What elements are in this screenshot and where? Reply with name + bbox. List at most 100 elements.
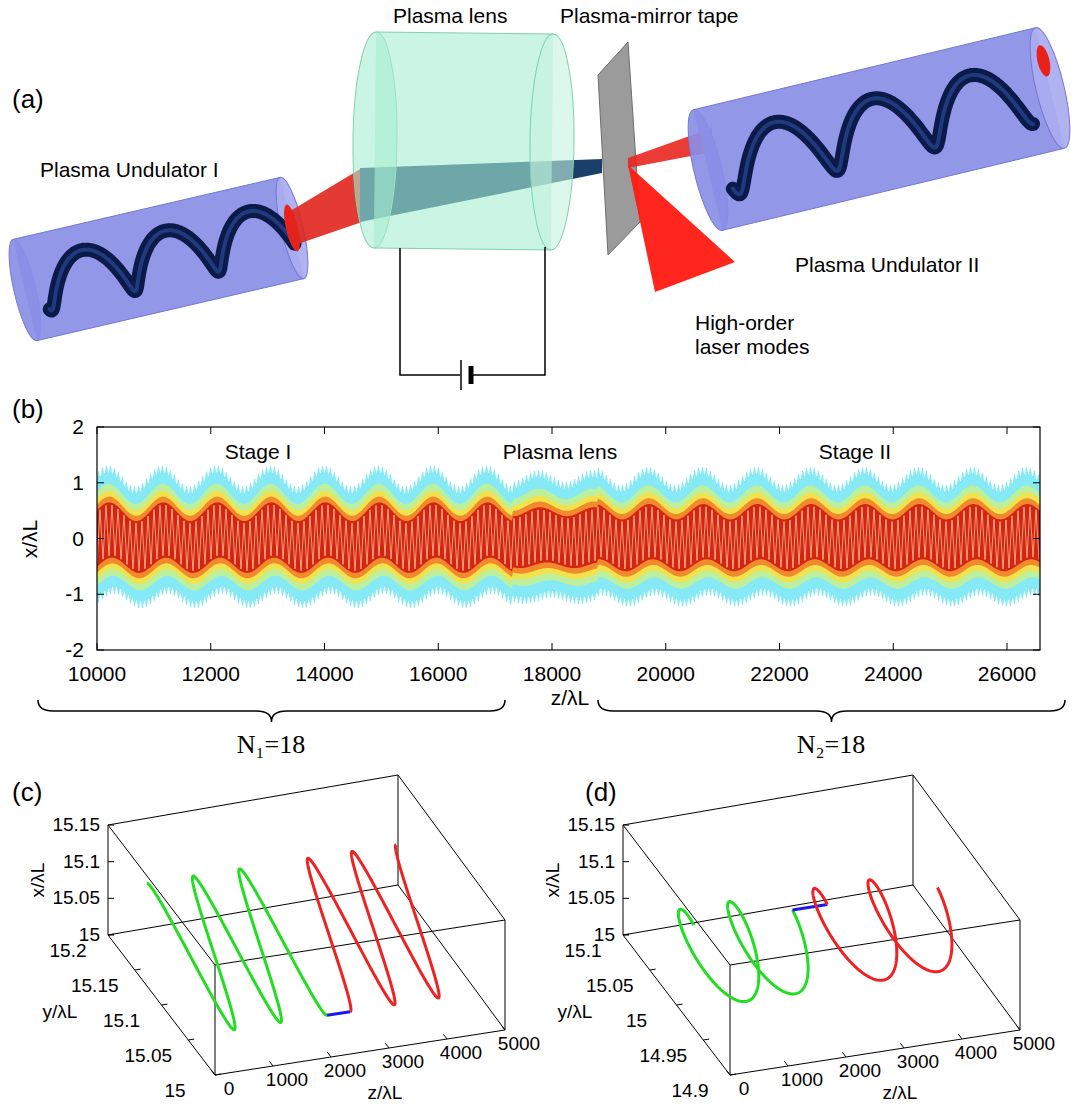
tick-label: 2000 bbox=[839, 1060, 881, 1082]
region-label: Plasma lens bbox=[503, 440, 617, 464]
tick-label: 5000 bbox=[498, 1033, 540, 1055]
plasma-lens-end bbox=[529, 34, 575, 250]
trajectory-stage-one bbox=[147, 869, 327, 1030]
battery-symbol bbox=[460, 360, 462, 390]
tick-label: 5000 bbox=[1013, 1033, 1055, 1055]
tick-label: 3000 bbox=[382, 1051, 424, 1073]
axis-label: y/λL bbox=[43, 1001, 78, 1023]
axis-label: z/λL bbox=[368, 1082, 403, 1104]
tick-label: 18000 bbox=[523, 662, 581, 686]
tick-label: 3000 bbox=[897, 1051, 939, 1073]
region-label: Stage II bbox=[819, 440, 891, 464]
tick-label: 1 bbox=[72, 471, 84, 495]
beam-plot bbox=[38, 427, 1065, 722]
tick-label: 15.15 bbox=[71, 975, 119, 997]
trajectory-lens bbox=[793, 905, 828, 910]
tick-label: 14.95 bbox=[639, 1045, 687, 1067]
axis-label: x/λL bbox=[18, 519, 42, 558]
beam-density bbox=[97, 466, 1040, 609]
tick-label: 14.9 bbox=[672, 1080, 709, 1102]
period-count: N₂=18 bbox=[797, 730, 866, 760]
tick-label: 0 bbox=[72, 526, 84, 550]
plasma-undulator-edge bbox=[13, 177, 304, 340]
tick-label: 14000 bbox=[295, 662, 353, 686]
electron-trajectory-tube bbox=[50, 211, 295, 311]
trajectory-plot bbox=[623, 775, 1020, 1075]
trajectory-stage-two bbox=[813, 880, 952, 981]
component-label: Plasma Undulator I bbox=[40, 158, 219, 182]
tick-label: 15.15 bbox=[52, 814, 100, 836]
tick-label: 16000 bbox=[409, 662, 467, 686]
tick-label: 2000 bbox=[324, 1060, 366, 1082]
component-label: Plasma-mirror tape bbox=[560, 4, 739, 28]
electron-trajectory-highlight bbox=[733, 75, 1033, 194]
plasma-mirror-tape bbox=[598, 42, 640, 255]
tick-label: 0 bbox=[224, 1078, 235, 1100]
plasma-lens-body bbox=[374, 32, 553, 250]
wire bbox=[400, 247, 545, 375]
trajectory-plot bbox=[108, 775, 505, 1075]
tick-label: 1000 bbox=[266, 1069, 308, 1091]
panel-letter: (b) bbox=[12, 395, 44, 425]
plasma-undulator-body bbox=[13, 177, 304, 340]
tick-label: 24000 bbox=[864, 662, 922, 686]
tick-label: 20000 bbox=[637, 662, 695, 686]
beam-layer bbox=[97, 466, 1040, 609]
tick-label: 15.05 bbox=[567, 887, 615, 909]
tick-label: 15.05 bbox=[586, 975, 634, 997]
axes-box bbox=[623, 775, 1020, 1075]
plasma-undulator-edge bbox=[694, 28, 1065, 231]
beam-layer bbox=[97, 491, 1040, 584]
tick-marks bbox=[97, 427, 1040, 650]
tick-marks bbox=[623, 825, 1020, 1075]
trajectory-lens bbox=[327, 1012, 350, 1016]
tick-label: -1 bbox=[65, 582, 84, 606]
tick-label: 0 bbox=[739, 1078, 750, 1100]
component-label: Plasma Undulator II bbox=[795, 253, 979, 277]
component-label: High-order laser modes bbox=[695, 311, 820, 359]
tick-label: 22000 bbox=[750, 662, 808, 686]
tick-label: 10000 bbox=[68, 662, 126, 686]
period-count: N₁=18 bbox=[237, 730, 306, 760]
panel-letter: (a) bbox=[12, 85, 44, 115]
panel-letter: (c) bbox=[12, 778, 42, 808]
tick-label: 15.1 bbox=[578, 851, 615, 873]
tick-label: 2 bbox=[72, 415, 84, 439]
electron-trajectory-tube bbox=[733, 75, 1033, 194]
tick-label: 4000 bbox=[955, 1042, 997, 1064]
laser-spot bbox=[1034, 44, 1053, 78]
tick-label: 15.2 bbox=[50, 940, 87, 962]
beam-layer bbox=[97, 484, 1040, 591]
trajectory-stage-one bbox=[678, 902, 808, 1002]
stage-brace bbox=[38, 700, 505, 722]
beam-layer bbox=[97, 502, 1040, 572]
battery-symbol bbox=[469, 366, 474, 384]
setup-illustration bbox=[3, 24, 1077, 390]
electron-trajectory-highlight bbox=[50, 211, 295, 311]
tick-label: 15.1 bbox=[103, 1010, 140, 1032]
axes-box bbox=[108, 775, 505, 1075]
tick-label: 26000 bbox=[978, 662, 1036, 686]
beam-layer bbox=[97, 497, 1040, 579]
plot-frame bbox=[97, 427, 1040, 650]
stage-brace bbox=[598, 700, 1065, 722]
trajectory-stage-two bbox=[307, 845, 439, 1012]
tick-label: 15.1 bbox=[565, 940, 602, 962]
tick-label: 1000 bbox=[781, 1069, 823, 1091]
tick-label: 4000 bbox=[440, 1042, 482, 1064]
region-label: Stage I bbox=[225, 440, 292, 464]
tick-label: 15 bbox=[164, 1080, 185, 1102]
tick-label: 15.05 bbox=[52, 887, 100, 909]
tick-label: 15.05 bbox=[124, 1045, 172, 1067]
tick-label: -2 bbox=[65, 638, 84, 662]
tick-marks bbox=[108, 825, 505, 1075]
plasma-undulator-body bbox=[694, 28, 1065, 231]
laser-beam bbox=[292, 168, 362, 246]
tick-label: 15 bbox=[626, 1010, 647, 1032]
axis-label: z/λL bbox=[883, 1082, 918, 1104]
plasma-lens-edge bbox=[374, 32, 553, 250]
panel-letter: (d) bbox=[585, 778, 617, 808]
fast-oscillation bbox=[97, 505, 1039, 571]
